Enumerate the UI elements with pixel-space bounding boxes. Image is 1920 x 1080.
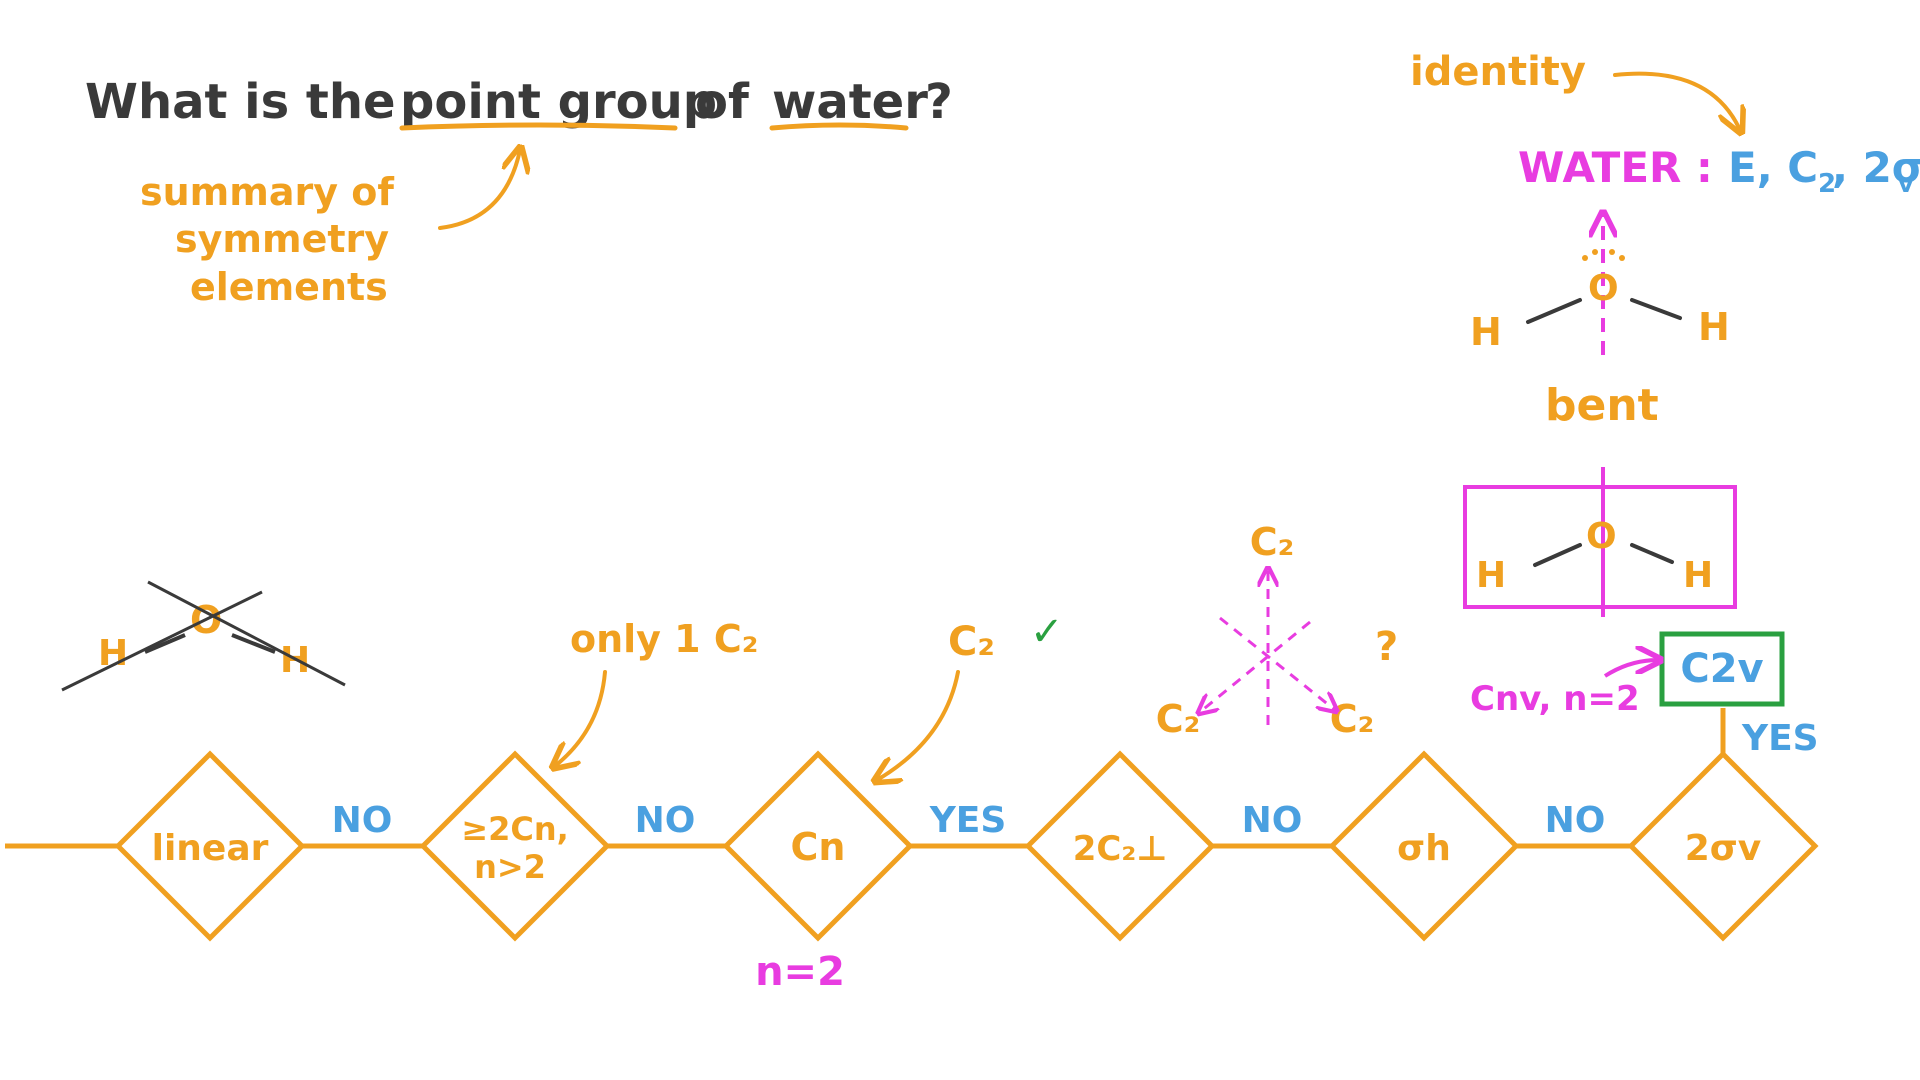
question-term-point-group: point group <box>400 74 717 130</box>
water-symmetry-panel: identity WATER : E, C 2 , 2σ v O H H ben… <box>1410 49 1920 617</box>
edge-label-1: NO <box>332 800 393 841</box>
identity-label: identity <box>1410 49 1586 95</box>
water-elements-sub: 2 <box>1818 169 1836 199</box>
summary-arrow <box>438 150 520 230</box>
lone-pair-dots <box>1582 249 1625 261</box>
flowchart: linear ≥2Cn, n>2 Cn 2C₂⊥ σh 2σv NO NO YE… <box>5 520 1819 995</box>
c2-check-label: C₂ <box>948 619 995 665</box>
cnv-arrow <box>1603 660 1658 678</box>
node-two-sigma-v: 2σv <box>1627 750 1819 942</box>
only-c2-arrow <box>555 670 607 766</box>
question-mark: ? <box>925 74 953 130</box>
edge-label-5: NO <box>1545 800 1606 841</box>
bond-right <box>1630 298 1682 320</box>
sigma-v-plane-box <box>1463 485 1737 609</box>
identity-arrow <box>1613 71 1740 130</box>
box-oxygen: O <box>1586 516 1617 557</box>
c2-axis-left <box>1200 620 1311 712</box>
water-oxygen: O <box>1588 268 1619 309</box>
cross-line-2 <box>61 590 263 692</box>
result-label: C2v <box>1680 646 1763 692</box>
node-perp-c2: 2C₂⊥ <box>1024 750 1216 942</box>
node-cn: Cn <box>722 750 914 942</box>
bond-left <box>1526 298 1582 324</box>
box-bond-left <box>1533 543 1582 567</box>
node-multiple-cn-label: ≥2Cn, <box>461 810 569 848</box>
node-linear: linear <box>114 750 306 942</box>
linear-bond-left <box>144 633 186 654</box>
bent-label: bent <box>1545 380 1659 431</box>
linear-hydrogen-left: H <box>98 633 128 674</box>
water-elements-rest-sub: v <box>1898 170 1914 198</box>
node-linear-label: linear <box>152 828 269 869</box>
c2-left-label: C₂ <box>1156 697 1201 741</box>
question-term-water: water <box>772 74 928 130</box>
box-hydrogen-right: H <box>1683 555 1713 596</box>
perpendicular-c2-sketch: C₂ C₂ C₂ ? <box>1156 520 1398 741</box>
cross-line-1 <box>147 580 346 687</box>
summary-line-1: summary of <box>140 170 394 214</box>
c2-question-mark: ? <box>1375 624 1398 670</box>
node-multiple-cn-label2: n>2 <box>474 848 546 886</box>
node-perp-c2-label: 2C₂⊥ <box>1073 829 1168 869</box>
c2-check-arrow <box>877 670 960 780</box>
water-elements: E, C <box>1728 143 1818 192</box>
summary-line-3: elements <box>190 265 388 309</box>
node-two-sigma-v-label: 2σv <box>1685 828 1762 869</box>
box-bond-right <box>1630 543 1674 564</box>
water-elements-rest: , 2σ <box>1832 143 1920 192</box>
question-prefix: What is the <box>85 74 396 130</box>
linear-bond-right <box>231 633 276 654</box>
hydrogen-right: H <box>1698 305 1730 349</box>
cnv-note: Cnv, n=2 <box>1470 679 1640 719</box>
c2-axis-right <box>1219 616 1335 710</box>
question-title: What is the point group of water ? <box>85 74 953 131</box>
edge-label-4: NO <box>1242 800 1303 841</box>
question-of: of <box>695 74 750 130</box>
box-hydrogen-left: H <box>1476 555 1506 596</box>
c2-right-label: C₂ <box>1330 697 1375 741</box>
edge-label-3: YES <box>929 800 1007 841</box>
node-multiple-cn: ≥2Cn, n>2 <box>419 750 611 942</box>
underline-point-group <box>399 122 678 131</box>
only-c2-label: only 1 C₂ <box>570 617 758 661</box>
underline-water <box>769 122 909 131</box>
node-sigma-h-label: σh <box>1397 828 1451 869</box>
edge-label-2: NO <box>635 800 696 841</box>
node-sigma-h: σh <box>1328 750 1520 942</box>
c2-top-label: C₂ <box>1250 520 1295 564</box>
check-icon: ✓ <box>1030 609 1064 655</box>
summary-annotation: summary of symmetry elements <box>140 150 520 309</box>
crossed-linear-molecule: O H H <box>61 580 346 692</box>
final-yes-label: YES <box>1741 718 1819 759</box>
water-label: WATER : <box>1518 143 1713 192</box>
node-cn-label: Cn <box>791 825 846 869</box>
summary-line-2: symmetry <box>175 217 389 261</box>
hydrogen-left: H <box>1470 310 1502 354</box>
n-equals-label: n=2 <box>755 949 845 995</box>
